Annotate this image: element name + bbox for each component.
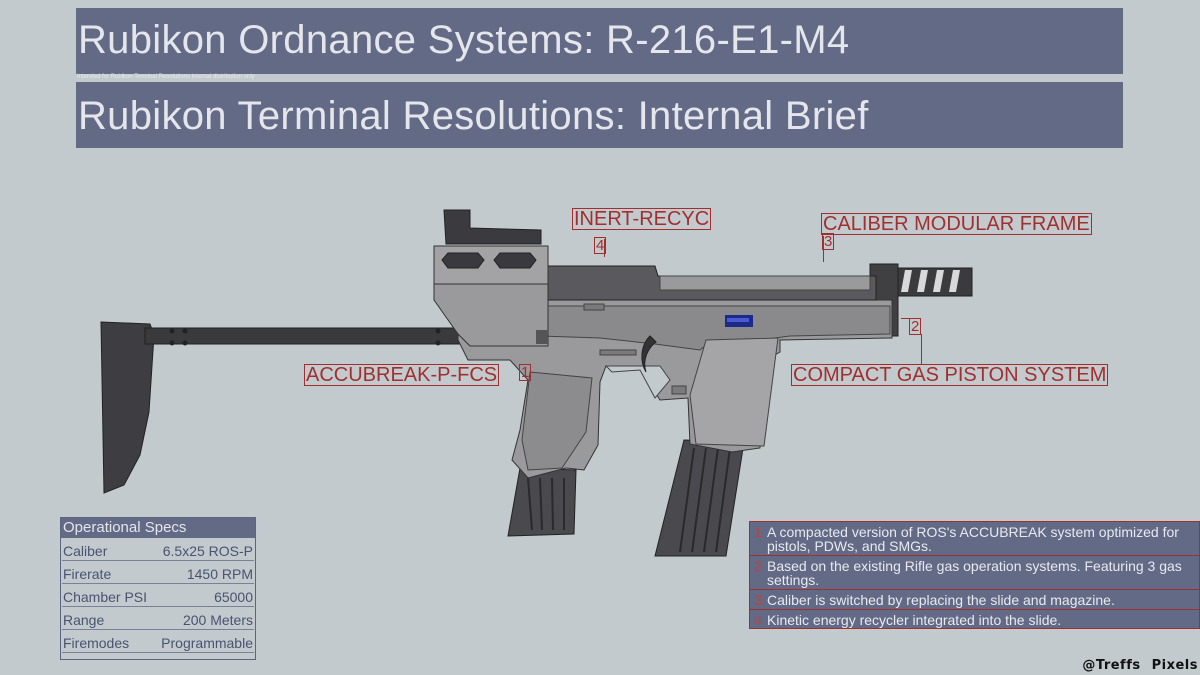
red-dot-sight bbox=[443, 209, 542, 245]
callout-inert-recyc: INERT-RECYC bbox=[572, 208, 712, 230]
spec-value: Programmable bbox=[161, 635, 253, 651]
note-text: A compacted version of ROS's ACCUBREAK s… bbox=[767, 524, 1179, 554]
spec-label: Firemodes bbox=[63, 635, 130, 651]
spec-label: Chamber PSI bbox=[63, 589, 148, 605]
note-number: 1 bbox=[754, 524, 762, 540]
spec-label: Caliber bbox=[63, 543, 108, 559]
page-title: Rubikon Ordnance Systems: R-216-E1-M4 bbox=[78, 18, 850, 62]
note-number: 3 bbox=[754, 592, 762, 608]
spec-value: 6.5x25 ROS-P bbox=[162, 543, 253, 559]
notes-panel: 1 A compacted version of ROS's ACCUBREAK… bbox=[749, 521, 1200, 629]
note-text: Kinetic energy recycler integrated into … bbox=[767, 612, 1062, 628]
note-item: 1 A compacted version of ROS's ACCUBREAK… bbox=[750, 522, 1199, 556]
spec-value: 1450 RPM bbox=[186, 566, 253, 582]
page-subtitle: Rubikon Terminal Resolutions: Internal B… bbox=[78, 94, 869, 138]
stock-rod bbox=[144, 327, 466, 345]
spec-row-chamber-psi: Chamber PSI 65000 bbox=[62, 584, 254, 607]
note-item: 4 Kinetic energy recycler integrated int… bbox=[750, 610, 1199, 629]
spec-row-range: Range 200 Meters bbox=[62, 607, 254, 630]
gas-leader bbox=[921, 334, 922, 364]
trigger bbox=[641, 335, 657, 373]
spec-row-firerate: Firerate 1450 RPM bbox=[62, 561, 254, 584]
callout-gas-piston: COMPACT GAS PISTON SYSTEM bbox=[791, 364, 1109, 386]
grip-panel bbox=[521, 371, 593, 471]
callout-num-1: 1 bbox=[519, 364, 532, 381]
artist-watermark: @Treffs Pixels bbox=[1082, 658, 1198, 673]
stock-butt bbox=[100, 321, 155, 494]
note-item: 3 Caliber is switched by replacing the s… bbox=[750, 590, 1199, 610]
spec-row-caliber: Caliber 6.5x25 ROS-P bbox=[62, 538, 254, 561]
title-banner: Rubikon Ordnance Systems: R-216-E1-M4 In… bbox=[76, 8, 1123, 80]
note-text: Based on the existing Rifle gas operatio… bbox=[767, 558, 1182, 588]
callout-num-4: 4 bbox=[594, 237, 607, 254]
distribution-note: Intended for Rubikon Terminal Resolution… bbox=[77, 74, 255, 80]
callout-caliber-frame: CALIBER MODULAR FRAME bbox=[821, 213, 1092, 235]
specs-title: Operational Specs bbox=[61, 518, 255, 538]
note-number: 4 bbox=[754, 612, 762, 628]
note-text: Caliber is switched by replacing the sli… bbox=[767, 592, 1115, 608]
subtitle-banner: Rubikon Terminal Resolutions: Internal B… bbox=[76, 82, 1123, 148]
spec-value: 200 Meters bbox=[182, 612, 253, 628]
spec-value: 65000 bbox=[214, 589, 253, 605]
note-item: 2 Based on the existing Rifle gas operat… bbox=[750, 556, 1199, 590]
operational-specs-panel: Operational Specs Caliber 6.5x25 ROS-P F… bbox=[60, 517, 256, 660]
recyc-leader bbox=[604, 239, 605, 257]
callout-accubreak: ACCUBREAK-P-FCS bbox=[304, 364, 500, 386]
spec-label: Range bbox=[63, 612, 105, 628]
spec-label: Firerate bbox=[63, 566, 112, 582]
callout-num-2: 2 bbox=[909, 318, 922, 335]
note-number: 2 bbox=[754, 558, 762, 574]
spec-row-firemodes: Firemodes Programmable bbox=[62, 630, 254, 653]
callout-num-3: 3 bbox=[822, 233, 835, 250]
